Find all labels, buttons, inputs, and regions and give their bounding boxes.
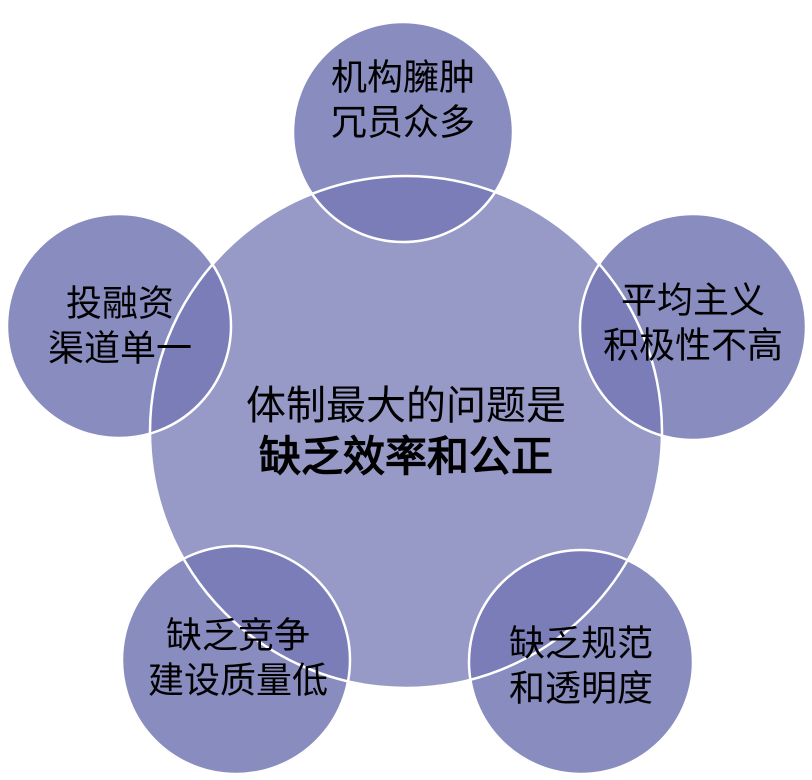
satellite-bottom-right-line1: 缺乏规范 [508,622,654,664]
central-circle-outline [148,174,664,690]
satellite-circle-left [5,212,233,440]
satellite-right-line1: 平均主义 [620,279,766,321]
satellite-top-line2: 冗员众多 [330,101,476,142]
satellite-left-line1: 投融资 [65,282,175,324]
satellite-label-left: 投融资 渠道单一 [48,281,192,370]
satellite-left-line2: 渠道单一 [47,327,193,368]
satellite-right-line2: 积极性不高 [602,324,784,365]
center-label-line1: 体制最大的问题是 [246,383,566,428]
satellite-circle-top [291,20,515,244]
satellite-bottom-left-line2: 建设质量低 [147,659,329,700]
satellite-circle-bottom-right [467,548,695,776]
satellite-label-top: 机构臃肿 冗员众多 [331,55,475,144]
satellite-label-bottom-left: 缺乏竞争 建设质量低 [148,613,328,702]
satellite-top-line1: 机构臃肿 [330,56,476,98]
satellite-bottom-right-line2: 和透明度 [508,667,654,708]
satellite-label-right: 平均主义 积极性不高 [603,278,783,367]
center-label-line2: 缺乏效率和公正 [258,432,553,480]
satellite-circle-right [578,212,808,442]
satellite-bottom-left-line1: 缺乏竞争 [165,614,311,656]
satellite-label-bottom-right: 缺乏规范 和透明度 [509,621,653,710]
center-label: 体制最大的问题是 缺乏效率和公正 [246,382,566,482]
satellite-circle-bottom-left [120,544,352,776]
